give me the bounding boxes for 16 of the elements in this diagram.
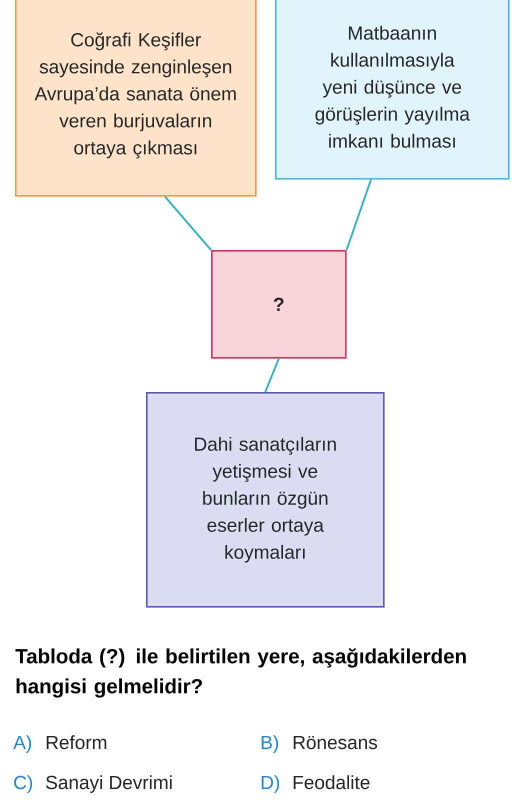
question-text: Tabloda (?) ile belirtilen yere, aşağıdakilerden hangisi gelmelidir? [15, 648, 466, 698]
option-letter: D) [262, 775, 280, 793]
option-text: Reform [46, 735, 106, 750]
text-box: Matbaanın kullanılmasıyla yeni düşünce ve görüşlerin yayılma imkanı bulması [275, 0, 510, 180]
question-box: ? [211, 250, 347, 359]
connector-line [346, 179, 372, 250]
option-text: Feodalite [294, 775, 370, 790]
connector-line [164, 196, 212, 251]
connector-line [264, 358, 280, 392]
option-letter: B) [262, 735, 278, 753]
text-box: Coğrafi Keşifler sayesinde zenginleşen Avrupa’da sanata önem veren burjuvaların ortaya çıkması [15, 0, 257, 197]
option-letter: C) [14, 775, 32, 793]
option-text: Rönesans [294, 736, 378, 750]
text-box: Dahi sanatçıların yetişmesi ve bunların özgün eserler ortaya koymaları [146, 392, 385, 608]
option-letter: A) [13, 735, 32, 753]
option-text: Sanayi Devrimi [46, 775, 172, 793]
